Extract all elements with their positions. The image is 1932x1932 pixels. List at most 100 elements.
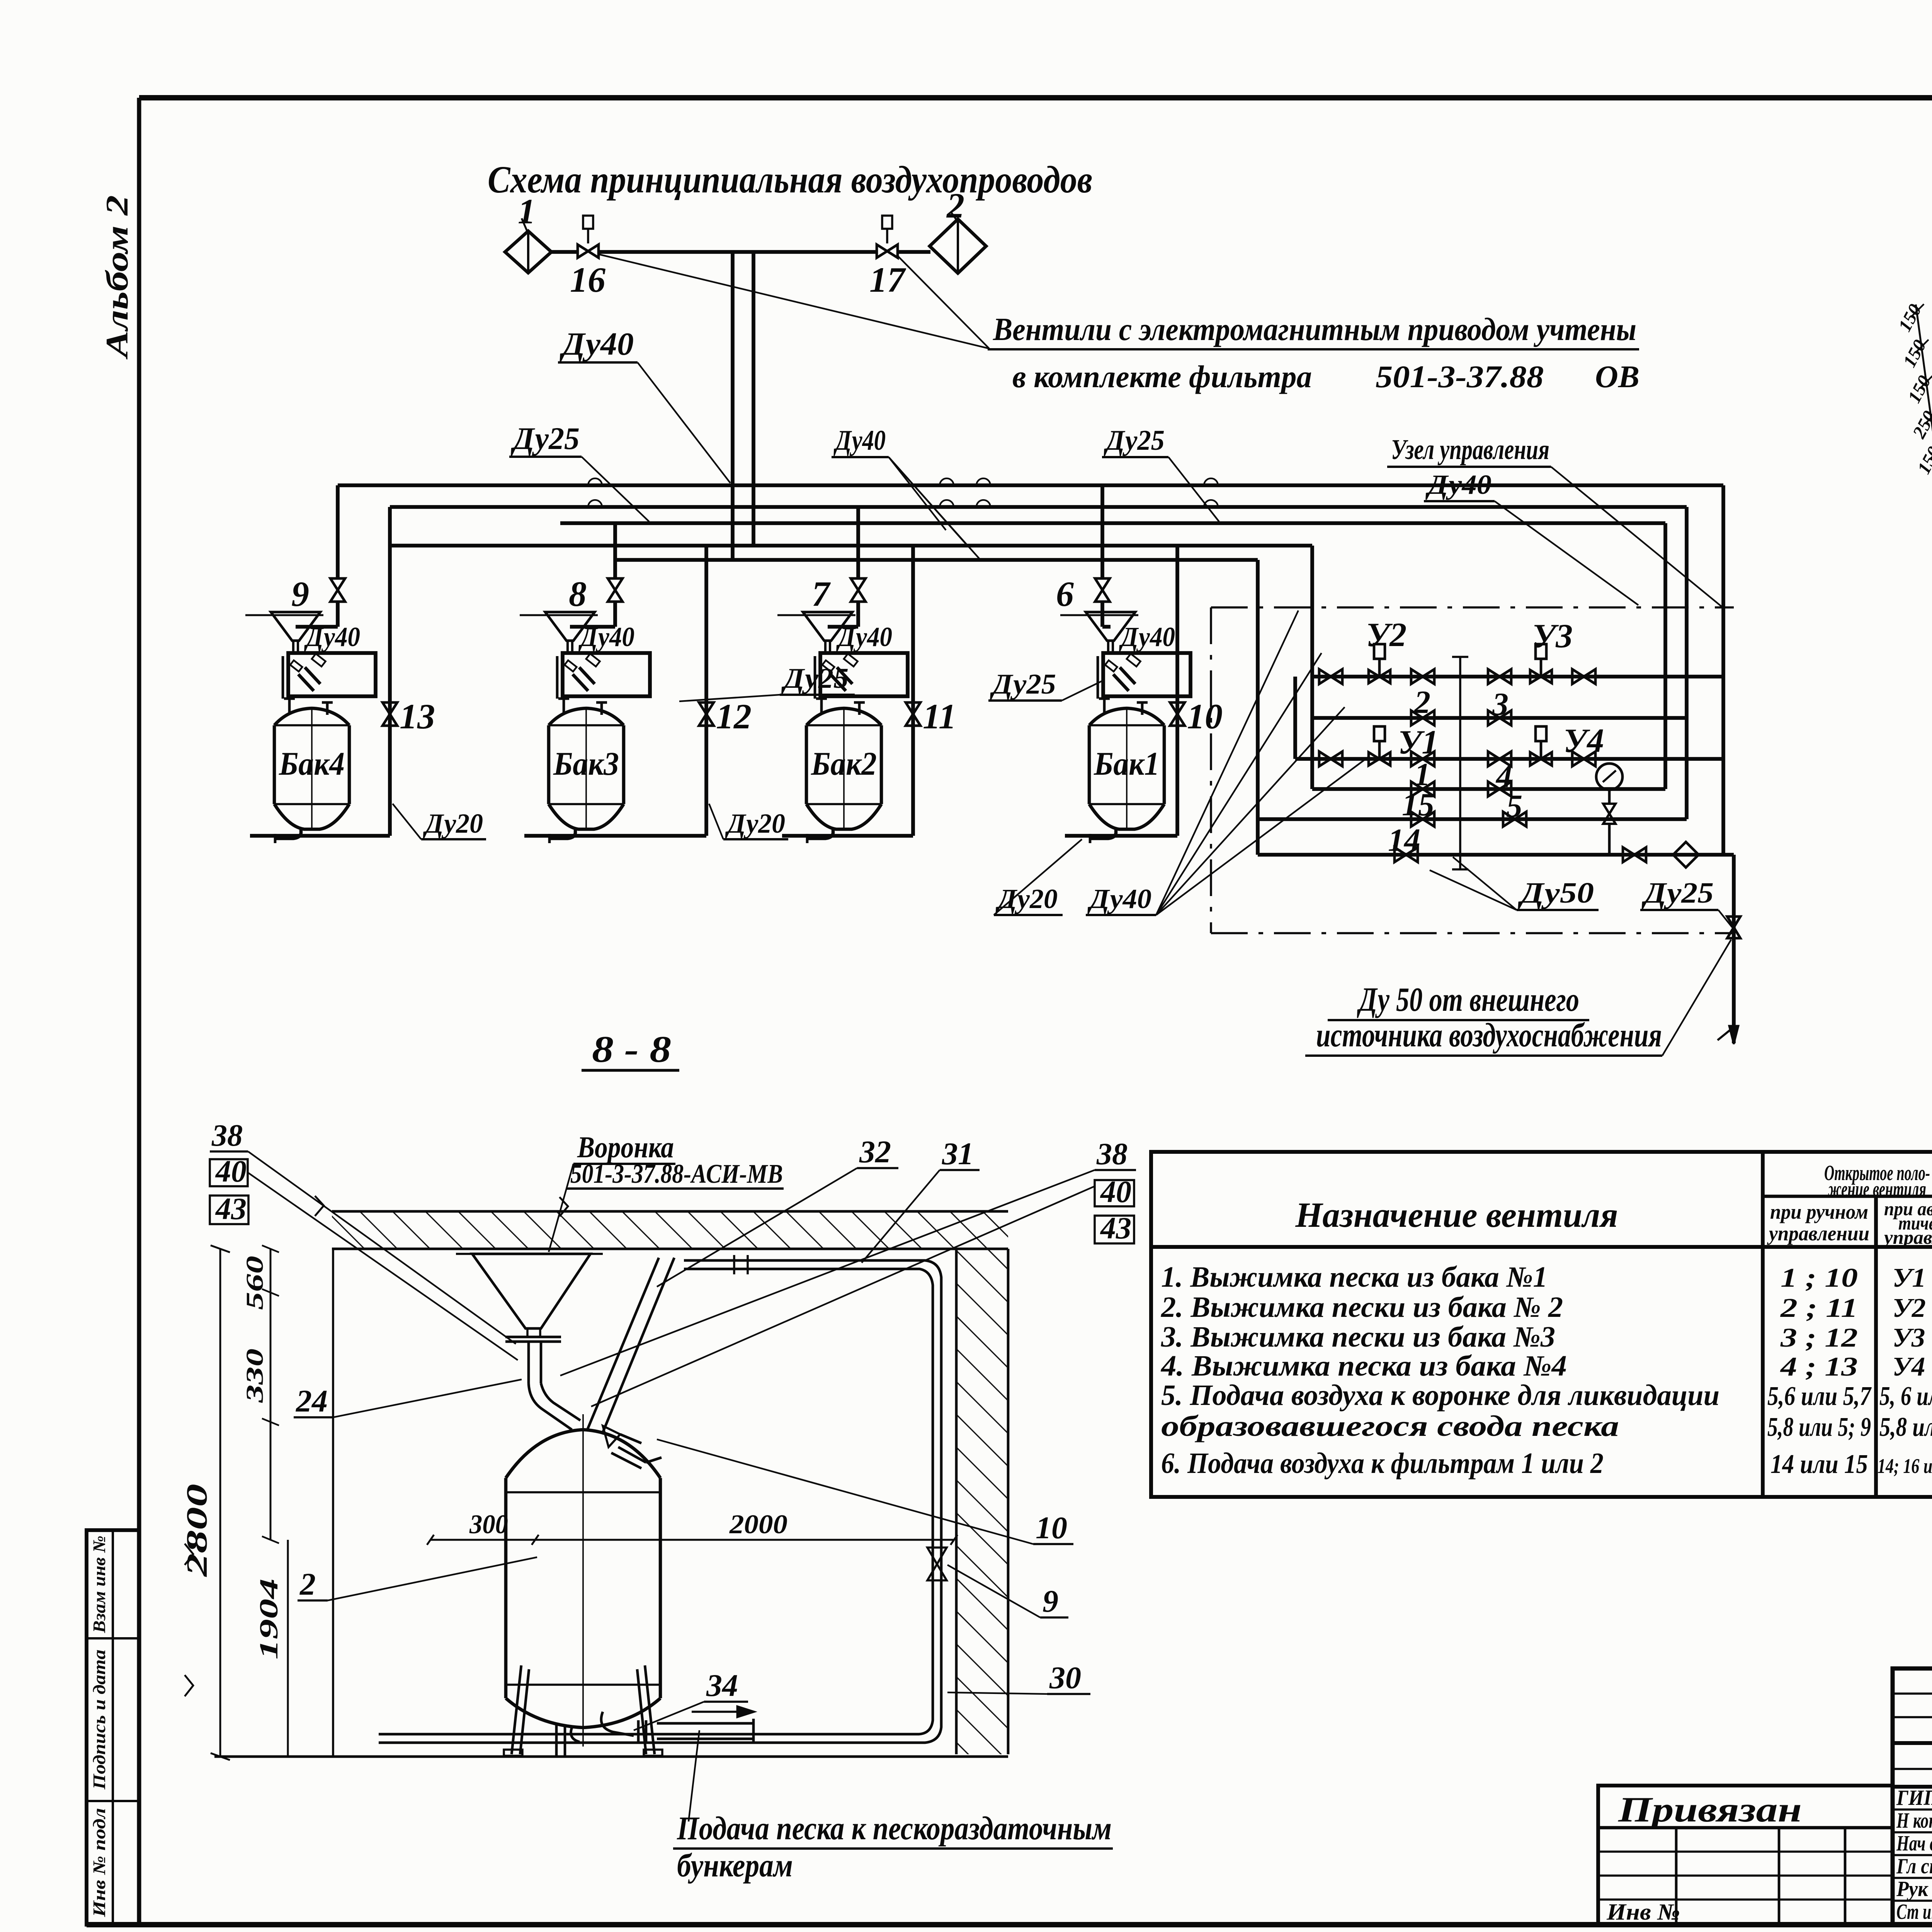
svg-text:1904: 1904 [254,1578,283,1660]
svg-text:43: 43 [1100,1211,1131,1245]
svg-text:Бак1: Бак1 [1094,745,1160,782]
svg-text:бункерам: бункерам [677,1847,793,1884]
svg-text:40: 40 [215,1155,247,1189]
svg-text:Привязан: Привязан [1618,1790,1802,1829]
svg-text:40: 40 [1100,1175,1131,1209]
svg-text:43: 43 [215,1192,247,1226]
svg-text:Ст инж: Ст инж [1896,1900,1932,1924]
svg-text:3: 3 [1492,686,1509,722]
svg-text:Открытое поло-: Открытое поло- [1824,1161,1930,1185]
svg-text:6: 6 [1056,574,1074,614]
svg-text:4 ; 13: 4 ; 13 [1780,1352,1858,1382]
svg-text:Ду40: Ду40 [836,621,892,652]
svg-text:Н контр.: Н контр. [1896,1809,1932,1833]
svg-text:Ду25: Ду25 [510,421,580,456]
svg-text:Гл спец: Гл спец [1896,1854,1932,1878]
svg-text:1: 1 [1414,757,1430,793]
svg-text:2: 2 [299,1566,316,1602]
svg-text:12: 12 [716,697,752,736]
svg-text:Взам инв №: Взам инв № [89,1536,109,1633]
svg-text:У4: У4 [1563,722,1604,760]
svg-text:ОВ: ОВ [1595,359,1639,394]
svg-text:2 ; 11: 2 ; 11 [1780,1293,1858,1323]
svg-text:10: 10 [1036,1510,1067,1545]
svg-text:Ду25: Ду25 [1104,425,1165,456]
svg-text:Назначение вентиля: Назначение вентиля [1295,1195,1618,1235]
svg-text:4: 4 [1495,759,1512,794]
svg-text:источника воздухоснабжения: источника воздухоснабжения [1316,1017,1662,1054]
svg-text:Ду40: Ду40 [1119,621,1175,652]
svg-text:Ду40: Ду40 [833,425,886,456]
svg-text:13: 13 [400,697,435,736]
svg-text:7: 7 [812,574,831,614]
svg-text:Воронка: Воронка [577,1130,674,1164]
svg-text:38: 38 [211,1119,243,1153]
svg-text:9: 9 [1043,1583,1058,1619]
svg-text:5: 5 [1506,788,1522,824]
svg-text:Схема принципиальная воздухопр: Схема принципиальная воздухопроводов [488,158,1092,201]
svg-text:Инв №: Инв № [1606,1899,1680,1925]
svg-text:560: 560 [242,1256,268,1310]
svg-text:У2: У2 [1366,616,1406,654]
svg-text:501-3-37.88-АСИ-МВ: 501-3-37.88-АСИ-МВ [570,1159,783,1189]
svg-text:Рук гр: Рук гр [1896,1877,1932,1901]
svg-text:Ду 50 от внешнего: Ду 50 от внешнего [1357,981,1579,1019]
svg-text:1. Выжимка песка из бака №1: 1. Выжимка песка из бака №1 [1161,1261,1548,1293]
svg-text:1 ; 10: 1 ; 10 [1781,1263,1858,1293]
svg-text:Ду40: Ду40 [304,621,360,652]
svg-text:6. Подача воздуха к фильтрам: 6. Подача воздуха к фильтрам 1 или 2 [1161,1447,1604,1480]
svg-text:8: 8 [569,574,587,614]
svg-text:4. Выжимка песка из бака №: 4. Выжимка песка из бака №4 [1160,1350,1567,1382]
svg-text:У3: У3 [1532,617,1573,655]
svg-text:14 или 15: 14 или 15 [1770,1449,1868,1479]
svg-text:Нач отд: Нач отд [1896,1832,1932,1855]
svg-text:Бак3: Бак3 [553,745,619,782]
svg-text:16: 16 [570,260,605,299]
svg-text:Ду25: Ду25 [781,663,849,694]
svg-text:У3 ; 12: У3 ; 12 [1893,1323,1932,1353]
svg-text:при ручном: при ручном [1770,1200,1868,1223]
svg-text:9: 9 [291,574,309,614]
svg-text:при автома-: при автома- [1884,1198,1932,1219]
svg-text:330: 330 [242,1349,268,1403]
svg-text:образовавшегося свода песка: образовавшегося свода песка [1161,1410,1619,1442]
svg-text:3 ; 12: 3 ; 12 [1780,1323,1858,1353]
svg-text:управлении: управлении [1767,1222,1869,1245]
svg-text:У1 , 10: У1 , 10 [1893,1263,1932,1293]
svg-text:управлении: управлении [1882,1226,1932,1248]
svg-text:Ду50: Ду50 [1518,877,1594,909]
svg-text:15: 15 [1402,787,1434,823]
svg-text:34: 34 [706,1668,738,1703]
svg-text:5,8 или 5; 9: 5,8 или 5; 9 [1767,1412,1871,1442]
svg-text:10: 10 [1187,697,1223,736]
svg-text:2: 2 [1413,684,1430,720]
svg-text:в комплекте фильтра: в комплекте фильтра [1012,359,1312,394]
svg-text:Бак4: Бак4 [279,745,345,782]
svg-text:Вентили с электромагнитным пр: Вентили с электромагнитным приводом учте… [993,311,1636,347]
svg-text:5, 6 или 5, 7: 5, 6 или 5, 7 [1879,1381,1932,1411]
svg-text:тическом: тическом [1898,1212,1932,1234]
svg-text:Ду40: Ду40 [578,621,634,652]
svg-text:Подача песка к пескораздаточ: Подача песка к пескораздаточным [677,1810,1112,1847]
svg-text:2. Выжимка пески из бака №: 2. Выжимка пески из бака № 2 [1161,1291,1563,1323]
svg-text:Узел управления: Узел управления [1391,434,1549,466]
svg-text:Бак2: Бак2 [811,745,877,782]
svg-text:Ду25: Ду25 [990,668,1056,700]
svg-text:31: 31 [942,1136,974,1171]
svg-text:Ду25: Ду25 [1641,877,1714,909]
svg-text:Инв № подл: Инв № подл [89,1808,109,1917]
svg-text:32: 32 [859,1134,891,1169]
svg-text:14; 16 или 15,17: 14; 16 или 15,17 [1878,1454,1932,1478]
svg-text:38: 38 [1096,1137,1128,1171]
svg-text:17: 17 [869,260,906,299]
svg-text:5,6 или 5,7: 5,6 или 5,7 [1767,1381,1872,1411]
svg-text:14: 14 [1388,822,1420,858]
svg-text:5,8 или 5; 9: 5,8 или 5; 9 [1879,1412,1932,1442]
svg-text:Ду20: Ду20 [995,883,1058,914]
svg-text:У2 ; 11: У2 ; 11 [1893,1293,1932,1323]
svg-text:8 - 8: 8 - 8 [592,1029,671,1070]
svg-text:У4 ; 13: У4 ; 13 [1893,1352,1932,1382]
svg-text:30: 30 [1049,1660,1081,1695]
svg-text:1: 1 [518,192,536,231]
svg-text:2000: 2000 [729,1510,787,1539]
